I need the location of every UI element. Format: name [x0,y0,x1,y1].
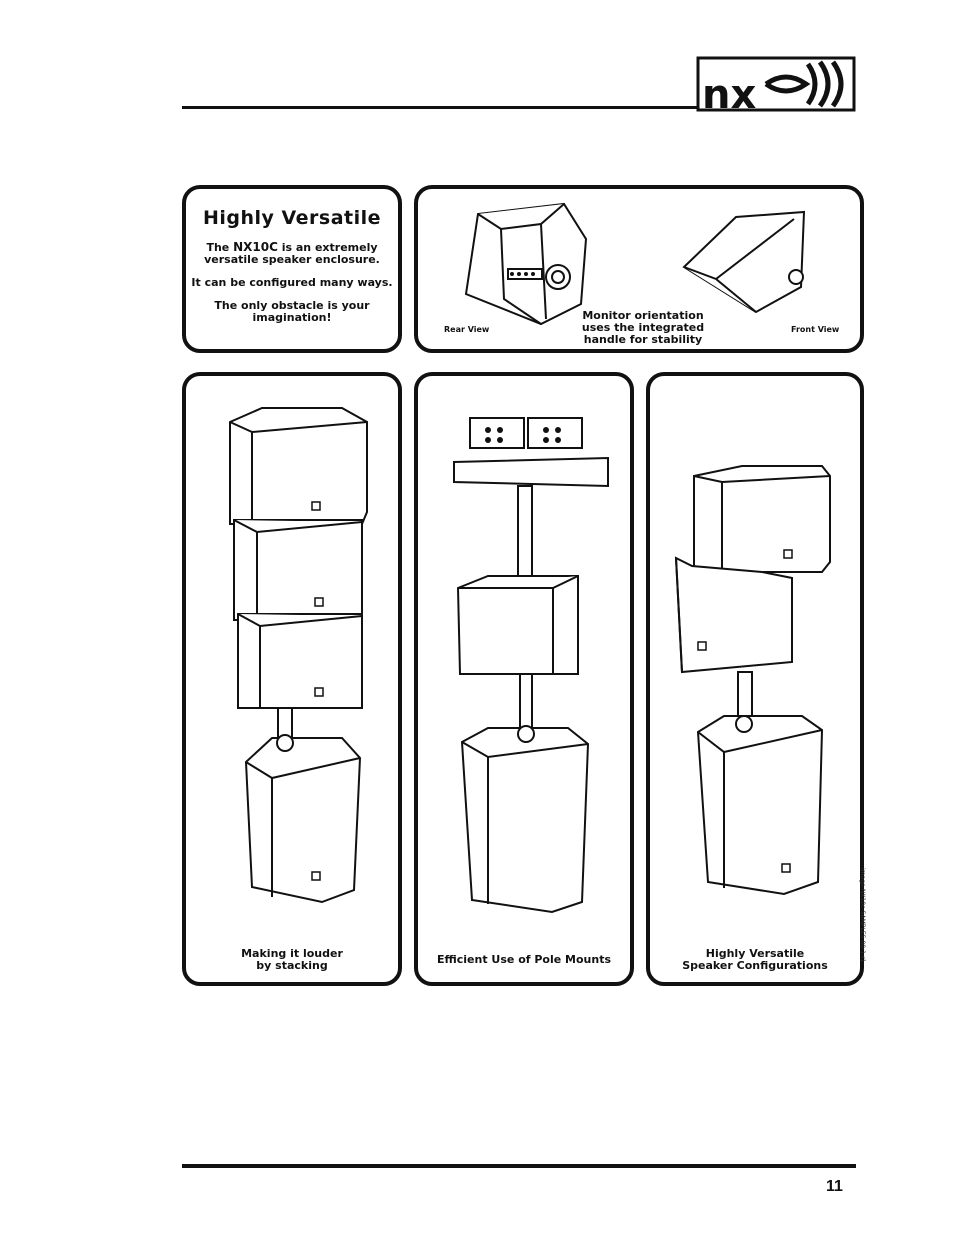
stacking-panel: Making it louder by stacking [182,372,402,986]
intro-line-1: The NX10C is an extremely [206,240,378,254]
header-rule [182,106,702,109]
front-view-illustration [676,207,806,317]
pole-mount-illustration [448,412,613,922]
intro-line-2: versatile speaker enclosure. [204,253,380,266]
footer-rule [182,1164,856,1168]
configuration-illustration [672,462,837,922]
configurations-panel: Highly Versatile Speaker Configurations [646,372,864,986]
stacking-caption: Making it louder by stacking [241,947,343,972]
intro-title: Highly Versatile [202,207,382,229]
rear-view-illustration [456,199,596,329]
logo-text: nx [702,72,756,112]
front-view-label: Front View [791,325,840,334]
intro-line-3: It can be configured many ways. [191,276,393,289]
pole-mount-panel: Efficient Use of Pole Mounts [414,372,634,986]
configurations-caption: Highly Versatile Speaker Configurations [682,947,828,972]
nx-logo: nx [696,56,856,112]
monitor-panel: Rear View Monitor orientation uses the i… [414,185,864,353]
monitor-caption: Monitor orientation uses the integrated … [581,309,705,346]
page-number: 11 [826,1178,843,1195]
rear-view-label: Rear View [444,325,490,334]
intro-line-5: imagination! [252,311,332,324]
image-code: image-NX10c-SAMPLES-00-1-r1 [859,868,866,963]
stacked-speakers-illustration [222,402,372,922]
pole-mount-caption: Efficient Use of Pole Mounts [436,953,612,966]
intro-panel: Highly Versatile The NX10C is an extreme… [182,185,402,353]
intro-line-4: The only obstacle is your [214,299,370,312]
